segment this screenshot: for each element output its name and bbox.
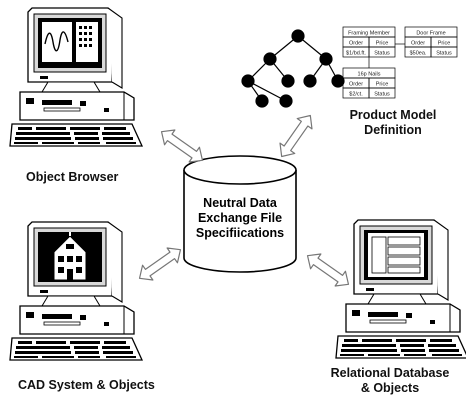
- center-line-1: Neutral Data: [203, 196, 278, 210]
- door-c1: $50ea.: [410, 51, 427, 57]
- label-product-model-2: Definition: [364, 123, 422, 137]
- framing-title: Framing Member: [348, 31, 390, 37]
- database-workstation: [335, 219, 466, 359]
- database-form-icon: [368, 233, 424, 277]
- nails-c2: Status: [374, 92, 390, 98]
- object-browser-workstation: [9, 7, 143, 147]
- label-product-model-1: Product Model: [349, 108, 437, 122]
- house-icon: [53, 232, 87, 281]
- door-h2: Price: [438, 41, 451, 47]
- nails-h1: Order: [349, 82, 363, 88]
- door-c2: Status: [436, 51, 452, 57]
- label-cad-system: CAD System & Objects: [18, 378, 155, 392]
- center-line-3: Specifiications: [196, 226, 284, 240]
- tree-hierarchy-icon: [241, 29, 345, 108]
- door-title: Door Frame: [416, 31, 445, 37]
- label-object-browser: Object Browser: [26, 170, 119, 184]
- nails-c1: $2/ct.: [349, 92, 363, 98]
- double-arrow-icon: [273, 109, 319, 163]
- neutral-data-cylinder: [183, 155, 297, 273]
- label-relational-db-2: & Objects: [360, 381, 420, 395]
- double-arrow-icon: [133, 241, 187, 287]
- table-framing-member: [342, 26, 396, 58]
- table-door-frame: [404, 26, 458, 58]
- double-arrow-icon: [155, 123, 209, 169]
- center-line-2: Exchange File: [198, 211, 282, 225]
- waveform-icon: [42, 22, 98, 62]
- door-h1: Order: [411, 41, 425, 47]
- framing-c2: Status: [374, 51, 390, 57]
- cad-workstation: [9, 221, 143, 361]
- nails-h2: Price: [376, 82, 389, 88]
- nails-title: 16p Nails: [358, 72, 381, 78]
- framing-c1: $1/bd.ft.: [346, 51, 366, 57]
- label-relational-db-1: Relational Database: [330, 366, 450, 380]
- table-16p-nails: [342, 67, 396, 99]
- framing-h1: Order: [349, 41, 363, 47]
- framing-h2: Price: [376, 41, 389, 47]
- double-arrow-icon: [301, 247, 355, 293]
